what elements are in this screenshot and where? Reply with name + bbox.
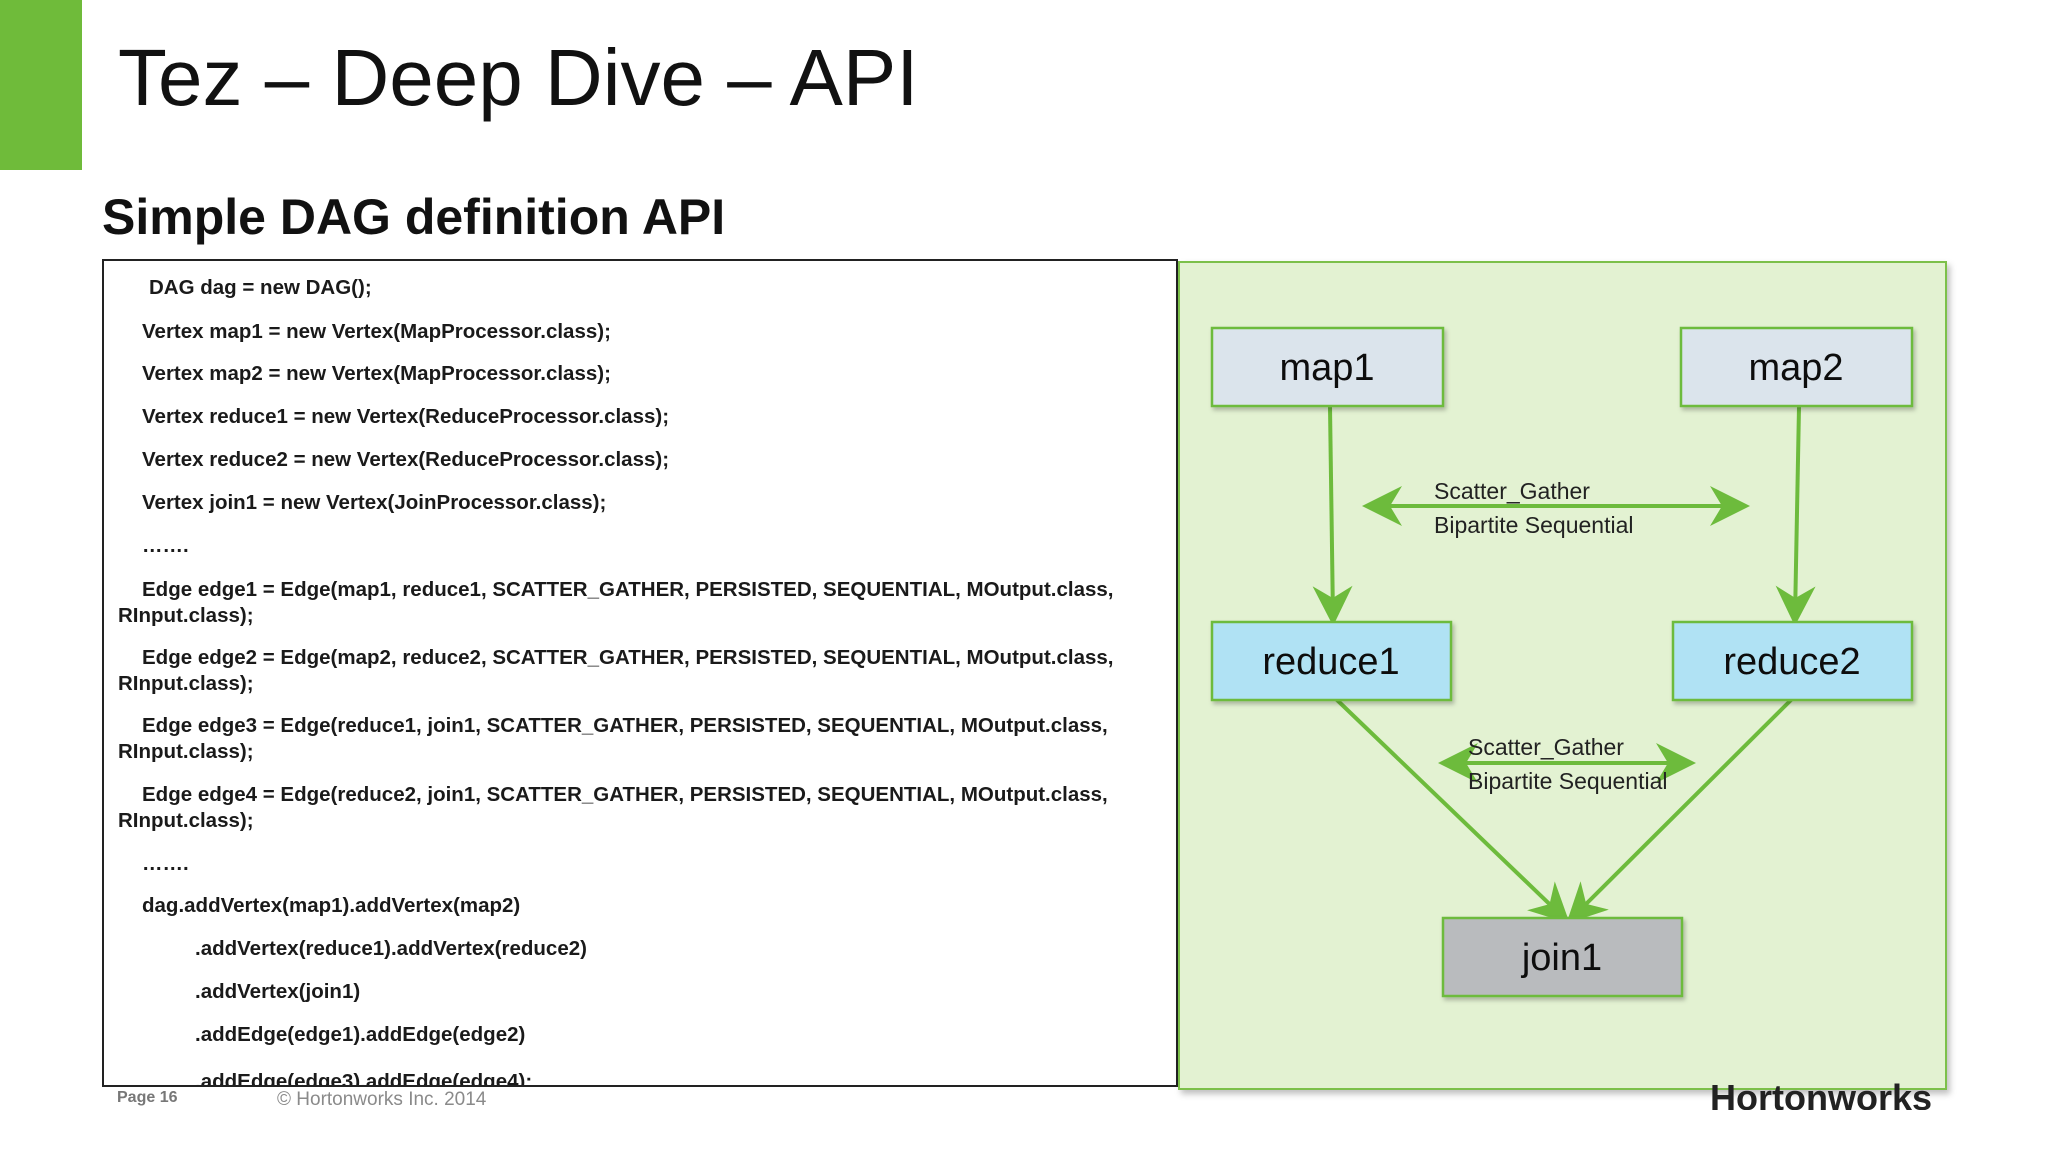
edge-map1-reduce1 [1312,406,1353,626]
accent-bar [0,0,82,170]
code-line: RInput.class); [118,809,254,832]
node-map2: map2 [1679,326,1914,408]
code-line: RInput.class); [118,604,254,627]
edge-label-top-1: Scatter_Gather [1434,478,1590,504]
code-line: Edge edge1 = Edge(map1, reduce1, SCATTER… [142,578,1114,601]
node-reduce2-label: reduce2 [1723,641,1860,683]
code-line: Edge edge4 = Edge(reduce2, join1, SCATTE… [142,783,1108,806]
edge-reduce2-join1 [1566,697,1794,924]
code-line: Vertex reduce1 = new Vertex(ReduceProces… [142,405,670,428]
code-line: RInput.class); [118,740,254,763]
edge-label-top-2: Bipartite Sequential [1434,512,1633,538]
edge-label-bottom-2: Bipartite Sequential [1468,768,1667,794]
node-join1: join1 [1441,916,1684,998]
node-map1-label: map1 [1279,347,1374,389]
slide-title: Tez – Deep Dive – API [118,33,919,122]
node-map1: map1 [1210,326,1445,408]
code-line: RInput.class); [118,672,254,695]
code-line: .addEdge(edge1).addEdge(edge2) [195,1023,526,1046]
slide-subtitle: Simple DAG definition API [102,189,726,245]
code-line: Vertex join1 = new Vertex(JoinProcessor.… [142,491,607,514]
code-line: Edge edge2 = Edge(map2, reduce2, SCATTER… [142,646,1114,669]
page-number: Page 16 [117,1089,178,1106]
code-line: ……. [142,852,189,875]
dag-diagram-panel: Scatter_Gather Bipartite Sequential Scat… [1178,261,1947,1090]
dag-diagram: Scatter_Gather Bipartite Sequential Scat… [1210,326,1914,998]
node-reduce2: reduce2 [1671,620,1914,702]
node-reduce1: reduce1 [1210,620,1453,702]
edge-label-bottom-1: Scatter_Gather [1468,734,1624,760]
code-line: ……. [142,534,189,557]
node-join1-label: join1 [1521,937,1602,979]
hortonworks-logo: Hortonworks [1710,1080,1933,1110]
code-line: Vertex map1 = new Vertex(MapProcessor.cl… [142,320,611,343]
code-line: DAG dag = new DAG(); [149,276,372,299]
code-line: .addVertex(reduce1).addVertex(reduce2) [195,937,587,960]
code-line: .addVertex(join1) [195,980,361,1003]
edge-map2-reduce2 [1775,406,1816,626]
code-line: dag.addVertex(map1).addVertex(map2) [142,894,521,917]
code-line: Edge edge3 = Edge(reduce1, join1, SCATTE… [142,714,1108,737]
copyright: © Hortonworks Inc. 2014 [277,1089,487,1110]
edge-reduce1-join1 [1334,697,1570,924]
code-line: Vertex map2 = new Vertex(MapProcessor.cl… [142,362,611,385]
code-line: .addEdge(edge3).addEdge(edge4); [195,1070,533,1087]
node-map2-label: map2 [1748,347,1843,389]
code-line: Vertex reduce2 = new Vertex(ReduceProces… [142,448,670,471]
node-reduce1-label: reduce1 [1262,641,1399,683]
code-panel: DAG dag = new DAG(); Vertex map1 = new V… [102,259,1178,1087]
